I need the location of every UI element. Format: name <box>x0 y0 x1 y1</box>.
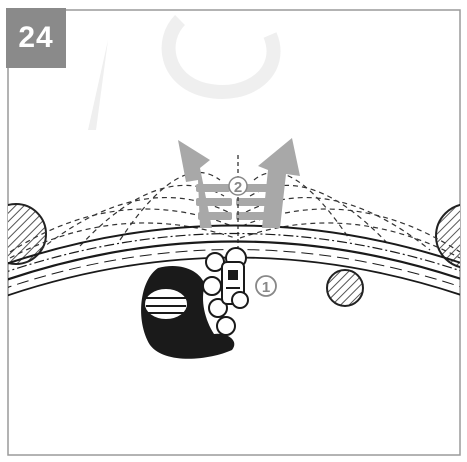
person-torso-icon <box>141 247 249 359</box>
obstacle-left-icon <box>8 203 47 265</box>
bend-arrows-icon <box>178 138 300 228</box>
callout-1: 1 <box>255 275 277 297</box>
frame-border <box>7 9 461 456</box>
callout-2: 2 <box>228 176 248 196</box>
obstacle-small-icon <box>326 269 364 307</box>
callout-1-label: 1 <box>262 279 270 296</box>
watermark <box>88 15 281 130</box>
step-number-badge: 24 <box>6 8 66 68</box>
step-number: 24 <box>18 21 54 54</box>
obstacle-right-icon <box>435 203 460 269</box>
callout-2-label: 2 <box>234 179 242 196</box>
